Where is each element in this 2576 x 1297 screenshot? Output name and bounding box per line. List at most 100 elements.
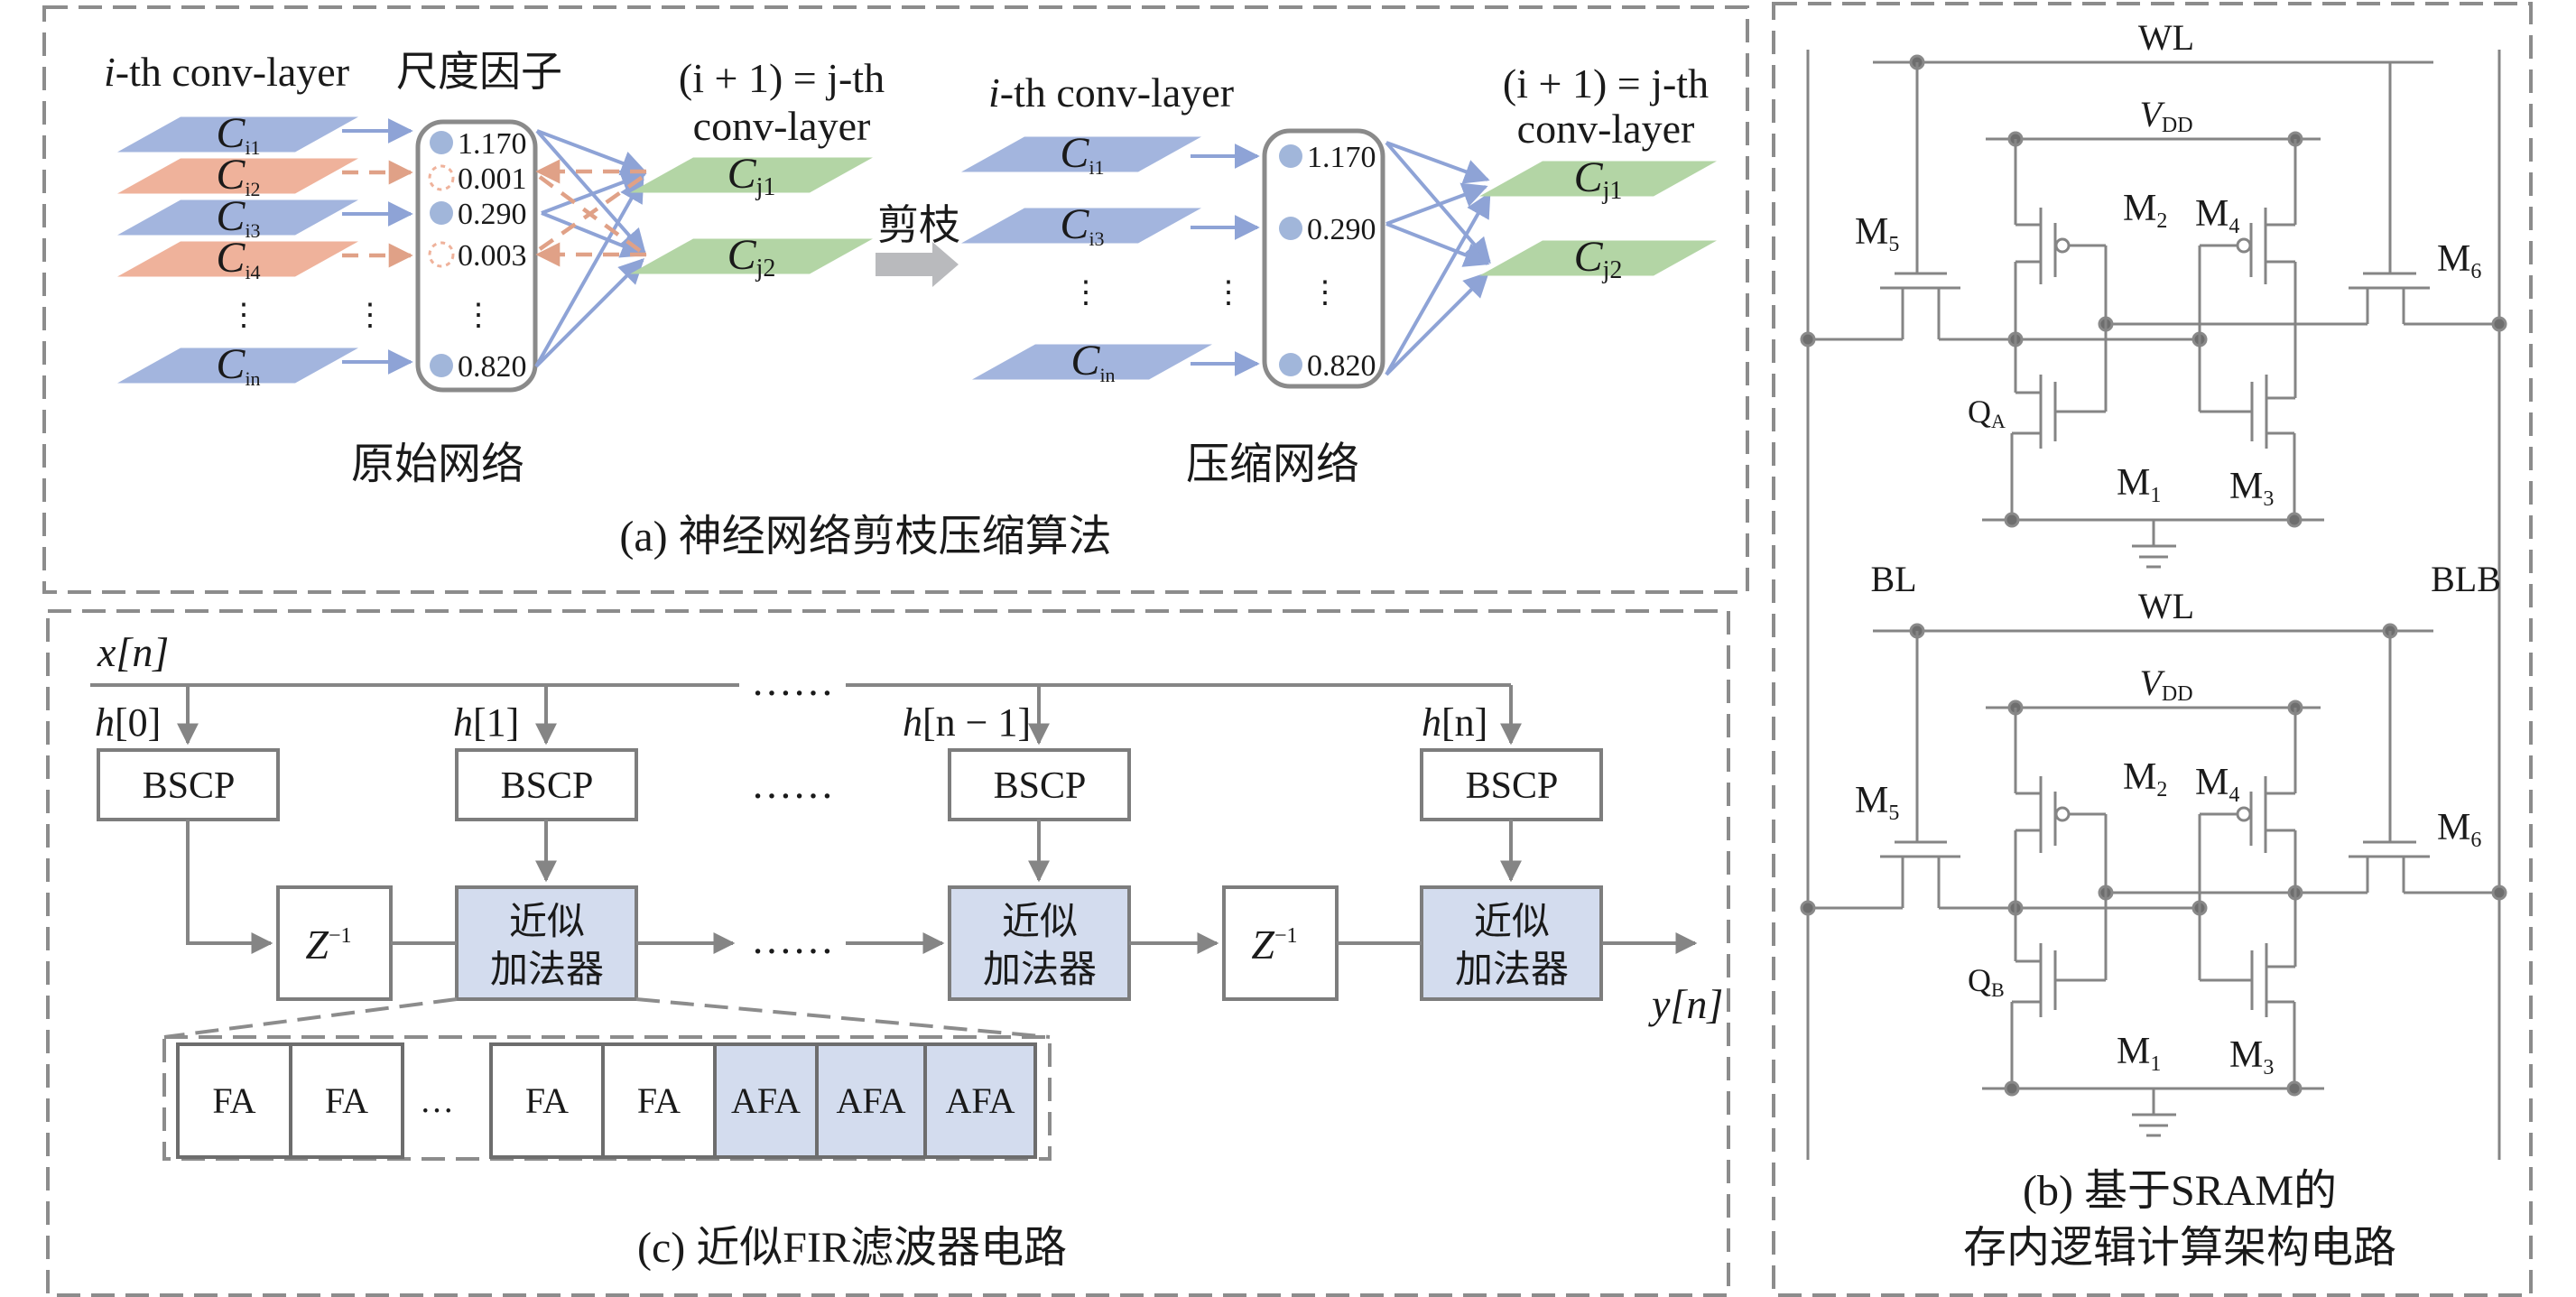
pmos-bubble: [2054, 806, 2071, 822]
delay-label-2: Z−1: [1251, 922, 1297, 968]
scale-value: 0.820: [458, 350, 527, 384]
channel-label: Ci3: [216, 192, 260, 242]
bus-ellipsis: ……: [751, 658, 834, 704]
tap-coefficient-label: h[n − 1]: [903, 700, 1031, 745]
storage-node-label: QB: [1968, 962, 2005, 1001]
compressed-scale-factor-box: [1262, 128, 1385, 389]
output-channel-parallelogram: [1479, 240, 1717, 276]
compressed-network-title: 压缩网络: [1186, 440, 1359, 488]
compressed-input-layer-label: i-th conv-layer: [988, 69, 1234, 116]
junction-dot: [1800, 900, 1816, 916]
vertical-ellipsis: ⋮: [1070, 276, 1101, 310]
scale-value: 0.820: [1307, 349, 1376, 383]
approx-adder-block: [1420, 885, 1603, 1001]
fa-label: FA: [525, 1080, 569, 1121]
output-channel-label: Cj1: [727, 150, 776, 201]
conn-i1-j1: [536, 129, 647, 176]
fa-label: FA: [637, 1080, 681, 1121]
input-signal-label: x[n]: [97, 629, 169, 675]
bitline-blb-label: BLB: [2431, 559, 2501, 599]
pmos-bubble: [2236, 237, 2252, 254]
conn-c-in-j1: [1385, 191, 1491, 375]
conn-i1-j2: [535, 129, 646, 255]
conn-i3-j1: [541, 170, 647, 215]
transistor-label: M4: [2195, 762, 2239, 807]
panel-a-caption: (a) 神经网络剪枝压缩算法: [619, 513, 1111, 560]
fa-label: FA: [212, 1080, 255, 1121]
output-channel-label: Cj2: [1574, 233, 1623, 284]
fa-label: FA: [325, 1080, 368, 1121]
original-input-layer-label: i-th conv-layer: [104, 49, 349, 95]
afa-label: AFA: [731, 1080, 801, 1121]
transistor-label: M4: [2195, 193, 2239, 238]
output-channel-parallelogram: [1479, 161, 1717, 197]
approx-adder-label-line2: 加法器: [983, 950, 1097, 991]
wordline-label: WL: [2138, 586, 2194, 626]
approx-adder-label-line2: 加法器: [490, 950, 604, 991]
compressed-output-layer-label-line2: conv-layer: [1517, 106, 1695, 152]
junction-dot: [1800, 331, 1816, 347]
bscp0-to-delay-wire: [186, 820, 273, 954]
vdd-label: VDD: [2139, 662, 2192, 706]
conn-in-j2: [534, 258, 644, 368]
approx-adder-label-line1: 近似: [509, 902, 585, 943]
bscp-block: [1420, 748, 1603, 821]
channel-parallelogram: [117, 158, 358, 194]
scale-value: 1.170: [1307, 141, 1376, 174]
bitline-bl-label: BL: [1870, 559, 1916, 599]
pmos-bubble: [2054, 237, 2071, 254]
conn-c-in-j2: [1385, 272, 1489, 376]
approx-full-adder-cell: [923, 1042, 1037, 1159]
pmos-bubble: [2236, 806, 2252, 822]
transistor-label: M2: [2123, 188, 2167, 233]
output-channel-label: Cj1: [1574, 153, 1623, 205]
panel-b-frame: [1772, 2, 2533, 1297]
afa-label: AFA: [945, 1080, 1015, 1121]
channel-parallelogram: [972, 344, 1212, 380]
original-output-layer-label-line2: conv-layer: [693, 103, 871, 149]
scale-dot: [1279, 217, 1302, 240]
conn-i3-j2: [541, 211, 647, 258]
bscp-block: [948, 748, 1131, 821]
bscp-label: BSCP: [994, 765, 1087, 807]
channel-label: Ci2: [216, 151, 260, 200]
pruned-scale-dot: [428, 164, 455, 191]
original-output-layer-label-line1: (i + 1) = j-th: [679, 55, 885, 101]
channel-parallelogram: [117, 241, 358, 277]
conn-c-i1-j2: [1385, 141, 1491, 264]
original-network-title: 原始网络: [351, 440, 524, 488]
scale-factor-label: 尺度因子: [396, 49, 562, 95]
channel-label: Cin: [1070, 337, 1115, 386]
approx-full-adder-cell: [815, 1042, 927, 1159]
junction-dot: [2286, 1080, 2303, 1097]
junction-dot: [2004, 512, 2020, 528]
chain-ellipsis: ……: [751, 916, 834, 962]
transistor-label: M3: [2229, 466, 2274, 511]
transistor-label: M6: [2437, 238, 2481, 283]
wordline-label: WL: [2138, 17, 2194, 58]
junction-dot: [2286, 512, 2303, 528]
vertical-ellipsis: ⋮: [355, 299, 385, 332]
approx-adder-label-line2: 加法器: [1455, 950, 1569, 991]
full-adder-cell: [489, 1042, 605, 1159]
scale-value: 0.003: [458, 239, 527, 273]
afa-label: AFA: [836, 1080, 905, 1121]
output-channel-parallelogram: [630, 157, 873, 193]
scale-dot: [1279, 144, 1302, 168]
junction-dot: [2004, 1080, 2020, 1097]
conn-c-i1-j1: [1385, 141, 1490, 184]
expansion-line-left: [163, 997, 458, 1039]
panel-c-frame: [46, 609, 1730, 1297]
delay-label-1: Z−1: [305, 922, 351, 968]
vdd-label: VDD: [2139, 94, 2192, 137]
prune-label: 剪枝: [877, 202, 960, 248]
